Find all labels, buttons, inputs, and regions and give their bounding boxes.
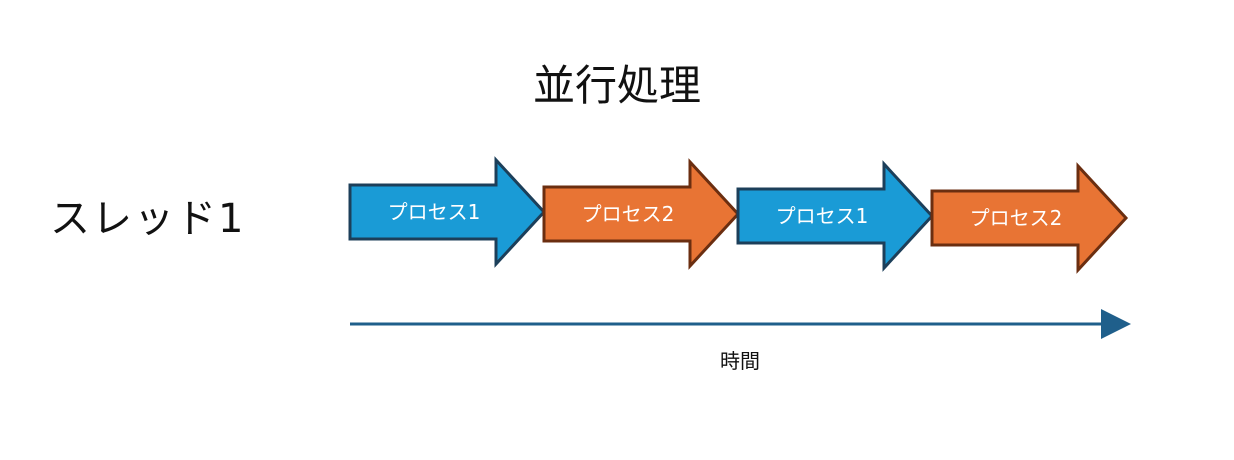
time-axis-label: 時間 bbox=[720, 349, 760, 373]
process-arrows: プロセス1 プロセス2 プロセス1 プロセス2 bbox=[348, 156, 1129, 274]
process-arrow-label-3: プロセス1 bbox=[776, 204, 869, 228]
diagram-title: 並行処理 bbox=[532, 61, 701, 110]
process-arrow-4 bbox=[930, 162, 1129, 274]
process-arrow-1 bbox=[348, 156, 547, 268]
process-arrow-2 bbox=[542, 158, 741, 270]
process-arrow-label-1: プロセス1 bbox=[388, 200, 481, 224]
process-arrow-label-2: プロセス2 bbox=[582, 202, 675, 226]
process-arrow-3 bbox=[736, 160, 935, 272]
process-arrow-label-4: プロセス2 bbox=[970, 206, 1063, 230]
thread-label: スレッド1 bbox=[50, 196, 246, 242]
